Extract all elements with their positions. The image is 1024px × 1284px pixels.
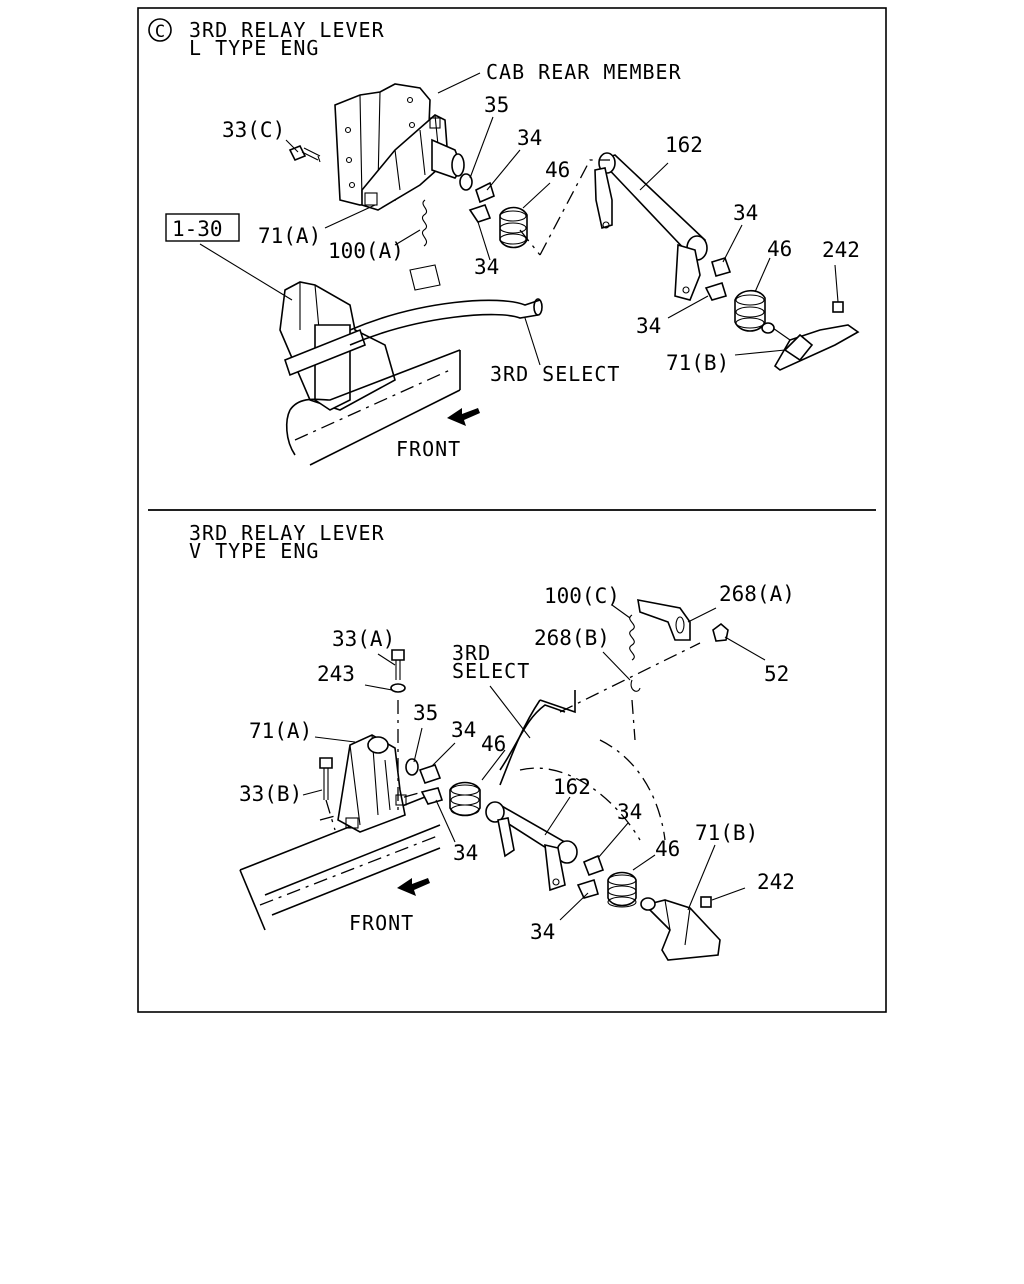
frame-and-select-rod-drawing — [279, 264, 543, 466]
top-leader-lines — [199, 72, 839, 366]
callout-34-b: 34 — [733, 201, 758, 225]
callout-243: 243 — [317, 662, 355, 686]
v-left-bush-set-drawing — [405, 758, 481, 817]
left-bush-set-drawing — [422, 173, 528, 249]
callout-33c: 33(C) — [222, 118, 285, 142]
callout-242: 242 — [822, 238, 860, 262]
callout-71a: 71(A) — [258, 224, 321, 248]
callout-34-v-c: 34 — [453, 841, 478, 865]
callout-33a: 33(A) — [332, 627, 395, 651]
callout-100c: 100(C) — [544, 584, 620, 608]
front-arrow-bottom — [397, 878, 430, 896]
callout-162-v: 162 — [553, 775, 591, 799]
panel-title-line-1-v: 3RD RELAY LEVER — [189, 521, 385, 545]
callout-100a: 100(A) — [328, 239, 404, 263]
callout-268a: 268(A) — [719, 582, 795, 606]
diagram-frame — [137, 7, 887, 1013]
reference-box — [165, 213, 240, 242]
callout-front-top: FRONT — [396, 437, 461, 461]
panel-title-line-1: 3RD RELAY LEVER — [189, 18, 385, 42]
callout-34-d: 34 — [636, 314, 661, 338]
callout-34-v-b: 34 — [617, 800, 642, 824]
circled-mark — [148, 18, 172, 42]
callout-35-v: 35 — [413, 701, 438, 725]
callout-ref-1-30: 1-30 — [172, 217, 223, 241]
callout-71b-v: 71(B) — [695, 821, 758, 845]
callout-46-v-b: 46 — [655, 837, 680, 861]
callout-46-a: 46 — [545, 158, 570, 182]
callout-34-v-d: 34 — [530, 920, 555, 944]
callout-71b: 71(B) — [666, 351, 729, 375]
callout-242-v: 242 — [757, 870, 795, 894]
callout-3rd: 3RD — [452, 641, 491, 665]
callout-3rd-select: 3RD SELECT — [490, 362, 620, 386]
bracket-71a-drawing — [319, 649, 407, 833]
callout-34-c: 34 — [474, 255, 499, 279]
panel-l-type-eng: C 3RD RELAY LEVER L TYPE ENG — [148, 18, 860, 466]
callout-71a-v: 71(A) — [249, 719, 312, 743]
callout-162: 162 — [665, 133, 703, 157]
v-right-bush-set-drawing — [576, 854, 721, 961]
callout-cab-rear-member: CAB REAR MEMBER — [486, 60, 682, 84]
v-relay-lever-162-drawing — [485, 801, 578, 892]
relay-lever-162-drawing — [519, 152, 708, 301]
callout-34-v-a: 34 — [451, 718, 476, 742]
right-bush-set-drawing — [704, 257, 860, 371]
callout-35: 35 — [484, 93, 509, 117]
callout-268b: 268(B) — [534, 626, 610, 650]
panel-v-type-eng: 3RD RELAY LEVER V TYPE ENG — [189, 521, 795, 961]
callout-46-v-a: 46 — [481, 732, 506, 756]
callout-34-a: 34 — [517, 126, 542, 150]
circled-mark-letter: C — [155, 22, 165, 42]
callout-33b: 33(B) — [239, 782, 302, 806]
callout-46-b: 46 — [767, 237, 792, 261]
callout-52: 52 — [764, 662, 789, 686]
callout-select: SELECT — [452, 659, 530, 683]
callout-front-bottom: FRONT — [349, 911, 414, 935]
cab-rear-member-drawing — [288, 83, 465, 211]
frame-rail-drawing — [239, 789, 441, 931]
bottom-leader-lines — [302, 604, 766, 921]
v-select-rod-drawing — [499, 598, 729, 841]
panel-title-line-2: L TYPE ENG — [189, 36, 319, 60]
panel-title-line-2-v: V TYPE ENG — [189, 539, 319, 563]
front-arrow-top — [447, 408, 480, 426]
